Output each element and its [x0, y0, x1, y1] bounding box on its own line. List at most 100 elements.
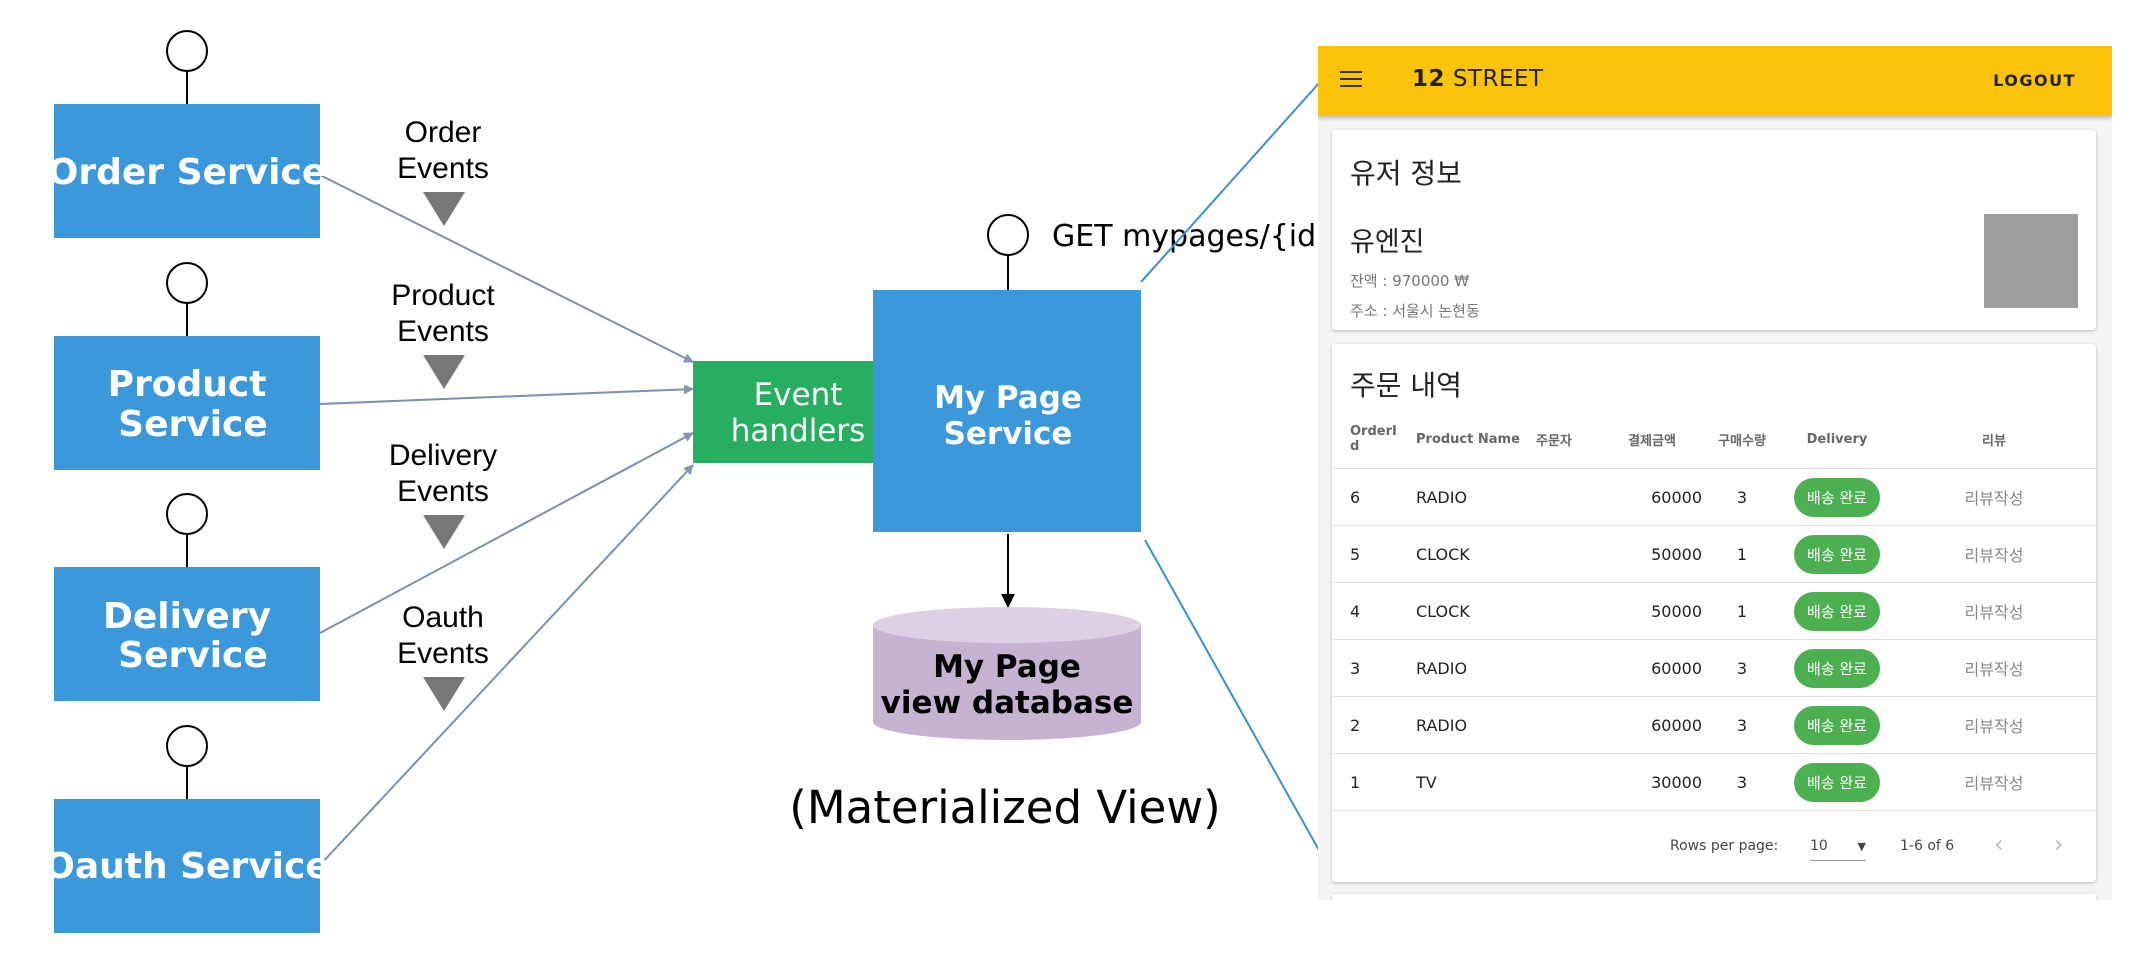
table-row: 1 TV 30000 3 배송 완료 리뷰작성 [1332, 753, 2096, 811]
product-name: RADIO [1416, 639, 1536, 697]
my-page-service-label-1: My Page [934, 380, 1082, 416]
order-id: 1 [1332, 753, 1416, 811]
column-header-quantity[interactable]: 구매수량 [1702, 410, 1782, 469]
my-page-app: 12 STREET LOGOUT 유저 정보 유엔진 잔액 : 970000 ₩… [1318, 46, 2112, 900]
order-service-label: Order Service [48, 152, 327, 193]
amount: 30000 [1602, 753, 1702, 811]
order-events-label-1: Order [405, 116, 482, 149]
table-row: 3 RADIO 60000 3 배송 완료 리뷰작성 [1332, 639, 2096, 697]
column-header-review[interactable]: 리뷰 [1892, 410, 2096, 469]
delivery-events: Delivery Events [389, 439, 497, 549]
database-label-1: My Page [933, 649, 1081, 685]
user-info-card: 유저 정보 유엔진 잔액 : 970000 ₩ 주소 : 서울시 논현동 [1332, 130, 2096, 330]
my-page-service: GET mypages/{id} My Page Service [873, 214, 1335, 532]
quantity: 1 [1702, 525, 1782, 583]
amount: 50000 [1602, 582, 1702, 640]
write-review-link[interactable]: 리뷰작성 [1964, 660, 2024, 679]
zoom-line-top [1140, 81, 1321, 283]
database-top [873, 607, 1141, 643]
orderer [1536, 525, 1602, 583]
rows-per-page-value: 10 [1810, 838, 1828, 854]
event-handlers-label-2: handlers [731, 413, 866, 449]
user-address: 주소 : 서울시 논현동 [1350, 302, 1480, 320]
delivery-service: Delivery Service [54, 493, 320, 701]
brand-title: 12 STREET [1412, 66, 1544, 92]
delivery-service-label-1: Delivery [103, 596, 271, 637]
orderer [1536, 468, 1602, 526]
column-header-product-name[interactable]: Product Name [1416, 410, 1536, 469]
amount: 60000 [1602, 468, 1702, 526]
table-row: 6 RADIO 60000 3 배송 완료 리뷰작성 [1332, 468, 2096, 526]
brand-name: STREET [1452, 66, 1544, 92]
write-review-link[interactable]: 리뷰작성 [1964, 717, 2024, 736]
my-page-view-database: My Page view database [873, 607, 1141, 740]
delivery-status-button[interactable]: 배송 완료 [1794, 705, 1880, 745]
order-id: 6 [1332, 468, 1416, 526]
column-header-amount[interactable]: 결제금액 [1602, 410, 1702, 469]
avatar [1984, 214, 2078, 308]
oauth-service-interface [166, 725, 208, 767]
table-row: 4 CLOCK 50000 1 배송 완료 리뷰작성 [1332, 582, 2096, 640]
delivery-status-button[interactable]: 배송 완료 [1794, 591, 1880, 631]
order-history-card: 주문 내역 OrderI d Product Name 주문자 결제금액 구매수… [1332, 344, 2096, 882]
order-id: 2 [1332, 696, 1416, 754]
product-events-triangle [423, 355, 465, 389]
brand-number: 12 [1412, 66, 1446, 92]
logout-button[interactable]: LOGOUT [1993, 71, 2076, 90]
user-balance: 잔액 : 970000 ₩ [1350, 272, 1470, 290]
product-name: CLOCK [1416, 582, 1536, 640]
delivery-status-button[interactable]: 배송 완료 [1794, 762, 1880, 802]
column-header-delivery[interactable]: Delivery [1782, 410, 1892, 469]
delivery-events-label-2: Events [397, 475, 489, 508]
oauth-events-arrow [319, 464, 694, 866]
rows-per-page-select[interactable]: 10 ▼ [1810, 832, 1866, 861]
column-header-orderer[interactable]: 주문자 [1536, 410, 1602, 469]
delivery-events-label-1: Delivery [389, 439, 497, 472]
user-name: 유엔진 [1350, 227, 1425, 258]
delivery-events-triangle [423, 515, 465, 549]
write-review-link[interactable]: 리뷰작성 [1964, 603, 2024, 622]
caret-down-icon: ▼ [1857, 840, 1866, 853]
quantity: 3 [1702, 696, 1782, 754]
order-history-title: 주문 내역 [1350, 369, 1462, 402]
table-pagination: Rows per page: 10 ▼ 1-6 of 6 ‹ › [1332, 812, 2096, 882]
next-page-icon[interactable]: › [2054, 830, 2064, 858]
order-service: Order Service [48, 30, 327, 238]
database-body [873, 625, 1141, 740]
write-review-link[interactable]: 리뷰작성 [1964, 489, 2024, 508]
product-service-label-2: Service [118, 404, 268, 445]
orderer [1536, 753, 1602, 811]
product-events-arrow [319, 384, 694, 405]
delivery-status-button[interactable]: 배송 완료 [1794, 477, 1880, 517]
oauth-events-label-2: Events [397, 637, 489, 670]
order-table-header: OrderI d Product Name 주문자 결제금액 구매수량 Deli… [1332, 410, 2096, 469]
write-review-link[interactable]: 리뷰작성 [1964, 774, 2024, 793]
product-service: Product Service [54, 262, 320, 470]
event-handlers-box [693, 361, 905, 463]
delivery-service-label-2: Service [118, 635, 268, 676]
order-events-triangle [423, 192, 465, 226]
product-service-interface [166, 262, 208, 304]
product-name: TV [1416, 753, 1536, 811]
delivery-status-button[interactable]: 배송 완료 [1794, 534, 1880, 574]
delivery-status-button[interactable]: 배송 완료 [1794, 648, 1880, 688]
my-page-interface [987, 214, 1029, 256]
app-bar: 12 STREET LOGOUT [1318, 46, 2112, 116]
order-id: 3 [1332, 639, 1416, 697]
event-handlers: Event handlers [693, 361, 905, 463]
product-name: RADIO [1416, 696, 1536, 754]
my-page-service-box [873, 290, 1141, 532]
column-header-order-id[interactable]: OrderI d [1332, 410, 1416, 469]
amount: 50000 [1602, 525, 1702, 583]
write-review-link[interactable]: 리뷰작성 [1964, 546, 2024, 565]
oauth-events-label-1: Oauth [402, 601, 484, 634]
previous-page-icon[interactable]: ‹ [1994, 830, 2004, 858]
order-events-label-2: Events [397, 152, 489, 185]
order-events: Order Events [397, 116, 489, 226]
quantity: 3 [1702, 639, 1782, 697]
materialized-view-caption: (Materialized View) [789, 781, 1220, 834]
table-row: 5 CLOCK 50000 1 배송 완료 리뷰작성 [1332, 525, 2096, 583]
product-service-box [54, 336, 320, 470]
hamburger-menu-icon[interactable] [1340, 71, 1364, 91]
oauth-service-box [54, 799, 320, 933]
